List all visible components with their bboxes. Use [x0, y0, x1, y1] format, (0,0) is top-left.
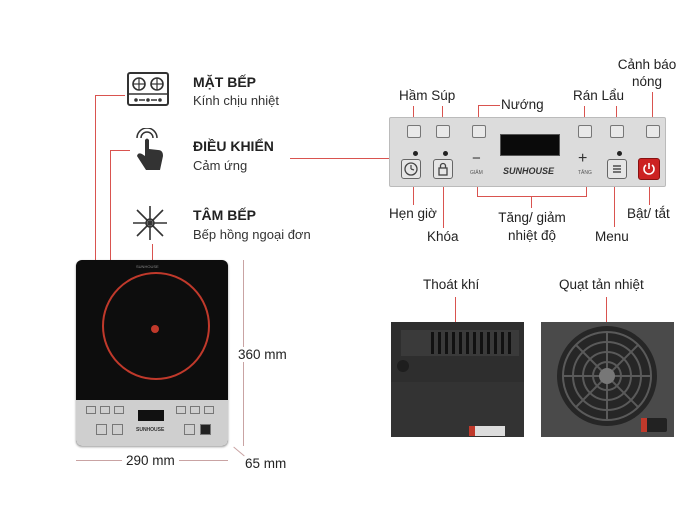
- leader-line-panel: [290, 158, 389, 159]
- power-button[interactable]: [638, 158, 660, 180]
- panel-display: [500, 134, 560, 156]
- label-ham-sup: Hầm Súp: [399, 88, 456, 103]
- panel-brand: SUNHOUSE: [503, 166, 555, 176]
- vent-photo: [391, 322, 524, 437]
- giam-label: GIẢM: [470, 170, 483, 176]
- menu-icon: [613, 165, 621, 173]
- menu-button[interactable]: [607, 159, 627, 179]
- nuong-button[interactable]: [472, 125, 486, 138]
- control-panel: − GIẢM SUNHOUSE + TĂNG: [389, 117, 666, 187]
- feature-title-mat-bep: MẶT BẾP: [193, 74, 256, 90]
- ham-button[interactable]: [407, 125, 421, 138]
- dimension-height: 360 mm: [236, 347, 289, 362]
- label-ran-lau: Rán Lẩu: [573, 88, 625, 103]
- power-icon: [643, 163, 655, 175]
- label-menu: Menu: [595, 229, 629, 244]
- label-tang-giam-line2: nhiệt độ: [507, 228, 557, 243]
- stove-top-icon: [127, 72, 169, 106]
- plus-button[interactable]: +: [578, 150, 588, 167]
- label-quat-tan-nhiet: Quạt tản nhiệt: [559, 277, 644, 292]
- ran-button[interactable]: [578, 125, 592, 138]
- stove-panel-brand: SUNHOUSE: [136, 427, 165, 433]
- leader-line-mat-bep-v: [95, 95, 96, 345]
- touch-hand-icon: [132, 127, 166, 174]
- label-canh-bao-line1: Cảnh báo: [617, 57, 677, 72]
- label-khoa: Khóa: [427, 229, 459, 244]
- feature-subtitle-mat-bep: Kính chịu nhiệt: [193, 93, 280, 108]
- dim-line-depth: [233, 446, 245, 457]
- feature-subtitle-tam-bep: Bếp hồng ngoại đơn: [193, 227, 311, 242]
- cooking-zone-center: [151, 325, 159, 333]
- tang-label: TĂNG: [578, 170, 592, 176]
- label-hen-gio: Hẹn giờ: [389, 206, 437, 221]
- cooking-zone: [102, 272, 210, 380]
- sup-button[interactable]: [436, 125, 450, 138]
- canh-bao-indicator: [646, 125, 660, 138]
- leader-line-dieu-khien-h: [110, 150, 130, 151]
- lau-button[interactable]: [610, 125, 624, 138]
- clock-icon: [404, 162, 418, 176]
- dimension-width: 290 mm: [122, 453, 179, 468]
- khoa-button[interactable]: [433, 159, 453, 179]
- label-canh-bao-line2: nóng: [631, 74, 663, 89]
- label-tang-giam-line1: Tăng/ giảm: [498, 210, 566, 225]
- leader-line-mat-bep-h: [95, 95, 125, 96]
- label-nuong: Nướng: [501, 97, 544, 112]
- dimension-depth: 65 mm: [245, 456, 287, 471]
- minus-button[interactable]: −: [472, 150, 481, 167]
- stove-body: SUNHOUSE SUNHOUSE: [76, 260, 228, 446]
- label-thoat-khi: Thoát khí: [423, 277, 480, 292]
- fan-photo: [541, 322, 674, 437]
- feature-title-tam-bep: TÂM BẾP: [193, 207, 256, 223]
- label-bat-tat: Bật/ tắt: [627, 206, 670, 221]
- feature-title-dieu-khien: ĐIỀU KHIỂN: [193, 138, 274, 154]
- stove-control-panel: SUNHOUSE: [76, 400, 228, 446]
- lock-icon: [438, 162, 448, 176]
- heating-element-icon: [131, 204, 169, 242]
- feature-subtitle-dieu-khien: Cảm ứng: [193, 158, 248, 173]
- stove-top-brand: SUNHOUSE: [136, 264, 159, 269]
- hen-gio-button[interactable]: [401, 159, 421, 179]
